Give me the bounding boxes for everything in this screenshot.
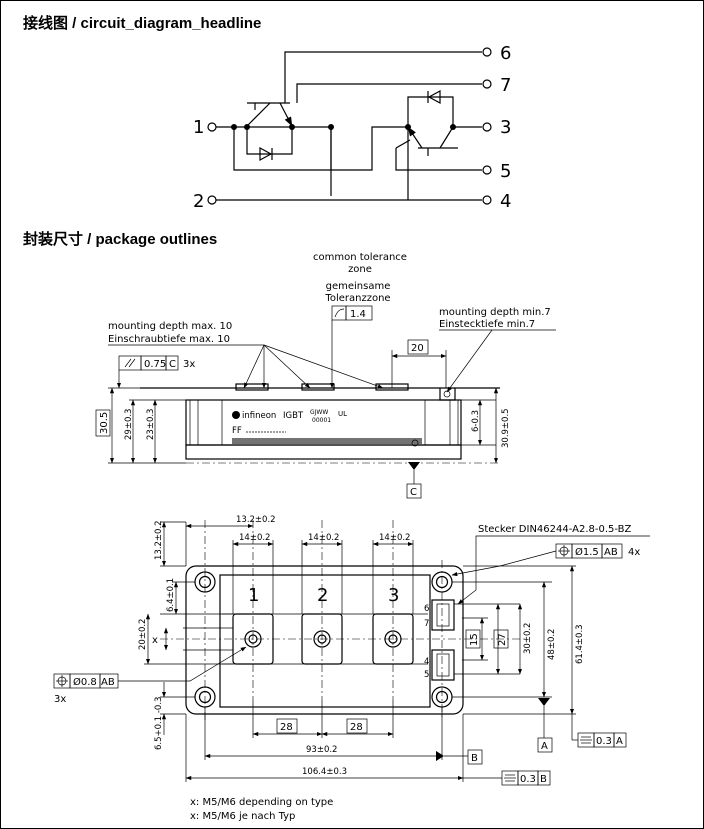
datum-b-label: B [471,753,478,764]
dim-29: 29±0.3 [124,409,134,440]
mounting-depth-min-text: mounting depth min.7 [439,307,551,318]
toleranzzone-text: Toleranzzone [324,293,390,304]
pin-2-label: 2 [193,191,204,212]
x-thread-label: x [152,635,158,646]
position-ref-1: AB [604,547,618,558]
datum-a-label: A [541,741,548,752]
dim-23: 23±0.3 [146,409,156,440]
dim-14-a: 14±0.2 [239,533,270,543]
package-outlines-headline: 封装尺寸 / package outlines [23,231,218,248]
label-barcode [232,438,422,444]
note-english: x: M5/M6 depending on type [190,797,333,808]
top-view: 1 2 3 6 7 4 5 13.2±0.2 14±0.2 [53,515,650,786]
pin-4-label: 4 [500,191,511,212]
note-german: x: M5/M6 je nach Typ [190,811,295,822]
dim-106-4: 106.4±0.3 [302,767,347,777]
common-tolerance-zone-text: zone [348,264,372,275]
infineon-brand: infineon [242,411,276,421]
side-view: common tolerance zone gemeinsame Toleran… [95,252,556,499]
parallelism-count: 3x [183,359,195,370]
einstecktiefe-text: Einstecktiefe min.7 [439,319,535,330]
connector-5-label: 5 [424,670,429,680]
pin-7-label: 7 [500,75,511,96]
position-count-1: 4x [628,547,640,558]
datum-c-label: C [410,487,417,498]
terminal-2-label: 2 [317,585,328,606]
einschraubtiefe-text: Einschraubtiefe max. 10 [108,334,230,345]
dim-30-9: 30.9±0.5 [501,408,511,448]
pin-6-label: 6 [500,43,511,64]
mounting-depth-max-text: mounting depth max. 10 [108,321,232,332]
position-tolerance-1: Ø1.5 [575,546,599,558]
dim-6-side: 6-0.3 [471,410,481,432]
dim-20-side: 20 [411,343,424,354]
circuit-diagram: 1 2 3 4 5 6 7 [193,43,511,212]
terminal-1-label: 1 [248,585,259,606]
dim-14-c: 14±0.2 [379,533,410,543]
dim-30-5: 30.5 [99,412,110,434]
dim-28-a: 28 [280,722,293,733]
connector-4-label: 4 [424,657,429,667]
dim-27: 27 [497,633,508,646]
circuit-diagram-headline: 接线图 / circuit_diagram_headline [23,15,262,32]
dim-61-4: 61.4±0.3 [575,624,585,664]
terminal-3-label: 3 [388,585,399,606]
connector-7-label: 7 [424,619,429,629]
position-ref-2: AB [101,677,115,688]
symmetry-tolerance-a: 0.3 [596,736,612,747]
profile-tolerance-value: 1.4 [350,309,366,320]
common-tolerance-text: common tolerance [313,252,407,263]
dim-6-5: 6.5+0.1 -0.3 [154,697,164,750]
ul-mark: UL [338,410,347,418]
dim-13-2-horizontal: 13.2±0.2 [236,515,276,525]
pin-3-label: 3 [500,117,511,138]
symmetry-tolerance-b: 0.3 [520,774,536,785]
dim-15: 15 [469,633,480,646]
dim-93: 93±0.2 [306,745,337,755]
gemeinsame-text: gemeinsame [326,281,391,292]
lot-code-2: 00001 [312,417,331,424]
parallelism-datum: C [169,359,176,370]
lot-code-1: GJWW [310,409,328,416]
dim-48: 48±0.2 [547,629,557,660]
igbt-marking: IGBT [283,411,304,421]
position-count-2: 3x [54,694,66,705]
dim-14-b: 14±0.2 [308,533,339,543]
ff-marking: FF [232,426,242,436]
symmetry-ref-a: A [616,736,623,747]
dim-30-top: 30±0.2 [523,623,533,654]
dim-28-b: 28 [350,722,363,733]
position-tolerance-2: Ø0.8 [73,676,97,688]
dim-20-top: 20±0.2 [138,619,148,650]
signal-connectors [431,599,455,681]
dim-6-4: 6.4±0.1 [166,578,176,612]
connector-6-label: 6 [424,604,429,614]
parallelism-tolerance: 0.75 [144,359,166,370]
pin-5-label: 5 [500,161,511,182]
pin-1-label: 1 [193,117,204,138]
symmetry-ref-b: B [540,774,547,785]
stecker-spec-text: Stecker DIN46244-A2.8-0.5-BZ [478,524,631,535]
dim-13-2-vertical: 13.2±0.2 [154,520,164,560]
